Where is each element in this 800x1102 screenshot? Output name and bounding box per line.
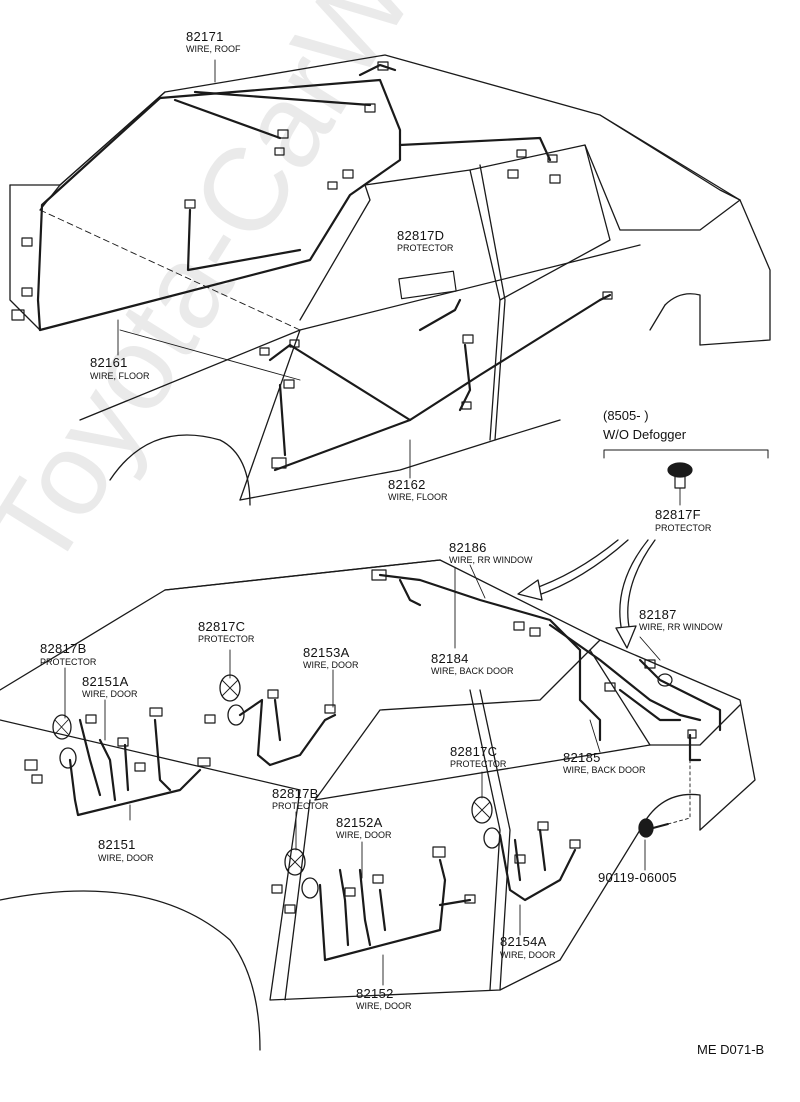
upper-connectors <box>11 61 613 469</box>
lower-leader-lines <box>64 564 691 986</box>
part-82817B-desc-a: PROTECTOR <box>40 657 97 667</box>
part-82817B-number-a: 82817B <box>40 641 87 656</box>
part-82817D-number: 82817D <box>397 228 445 243</box>
part-82817C-desc-b: PROTECTOR <box>450 759 507 769</box>
part-82185-desc: WIRE, BACK DOOR <box>563 765 646 775</box>
part-82817B-number-b: 82817B <box>272 786 319 801</box>
part-82817F-desc: PROTECTOR <box>655 523 712 533</box>
part-82152-number: 82152 <box>356 986 394 1001</box>
part-82187-desc: WIRE, RR WINDOW <box>639 622 723 632</box>
part-82184-number: 82184 <box>431 651 469 666</box>
part-82153A-desc: WIRE, DOOR <box>303 660 359 670</box>
roof-wire-82171 <box>36 63 552 332</box>
door-wires <box>68 698 577 962</box>
option-note-defogger: W/O Defogger <box>603 427 687 442</box>
part-82817C-number-b: 82817C <box>450 744 498 759</box>
part-82186-number: 82186 <box>449 540 487 555</box>
pointer-arrows <box>517 539 656 649</box>
floor-wires-82161-82162 <box>268 293 612 472</box>
part-82151-desc: WIRE, DOOR <box>98 853 154 863</box>
part-82187-number: 82187 <box>639 607 677 622</box>
part-82154A-number: 82154A <box>500 934 547 949</box>
part-82184-desc: WIRE, BACK DOOR <box>431 666 514 676</box>
part-82171-number: 82171 <box>186 29 224 44</box>
upper-car-body <box>9 54 771 506</box>
clip-82817F <box>667 462 693 506</box>
part-82817C-number-a: 82817C <box>198 619 246 634</box>
option-bracket <box>603 449 769 459</box>
upper-leader-lines <box>117 59 411 479</box>
part-82161-desc: WIRE, FLOOR <box>90 371 150 381</box>
part-82153A-number: 82153A <box>303 645 350 660</box>
grommet-protectors <box>52 674 669 899</box>
part-82817C-desc-a: PROTECTOR <box>198 634 255 644</box>
part-82151A-number: 82151A <box>82 674 129 689</box>
part-82152-desc: WIRE, DOOR <box>356 1001 412 1011</box>
part-82186-desc: WIRE, RR WINDOW <box>449 555 533 565</box>
rear-wires <box>378 573 722 762</box>
part-82817F-number: 82817F <box>655 507 701 522</box>
part-82152A-desc: WIRE, DOOR <box>336 830 392 840</box>
drawing-code: ME D071-B <box>697 1042 765 1057</box>
part-90119-06005-number: 90119-06005 <box>598 870 677 885</box>
part-82151-number: 82151 <box>98 837 136 852</box>
part-82161-number: 82161 <box>90 355 128 370</box>
part-82152A-number: 82152A <box>336 815 383 830</box>
part-82171-desc: WIRE, ROOF <box>186 44 241 54</box>
lower-connectors <box>24 569 697 914</box>
part-82185-number: 82185 <box>563 750 601 765</box>
option-note-range: (8505- ) <box>603 408 649 423</box>
part-82817D-desc: PROTECTOR <box>397 243 454 253</box>
part-82154A-desc: WIRE, DOOR <box>500 950 556 960</box>
lower-car-body <box>0 559 756 1051</box>
part-82151A-desc: WIRE, DOOR <box>82 689 138 699</box>
part-82162-desc: WIRE, FLOOR <box>388 492 448 502</box>
part-82817B-desc-b: PROTECTOR <box>272 801 329 811</box>
part-82162-number: 82162 <box>388 477 426 492</box>
